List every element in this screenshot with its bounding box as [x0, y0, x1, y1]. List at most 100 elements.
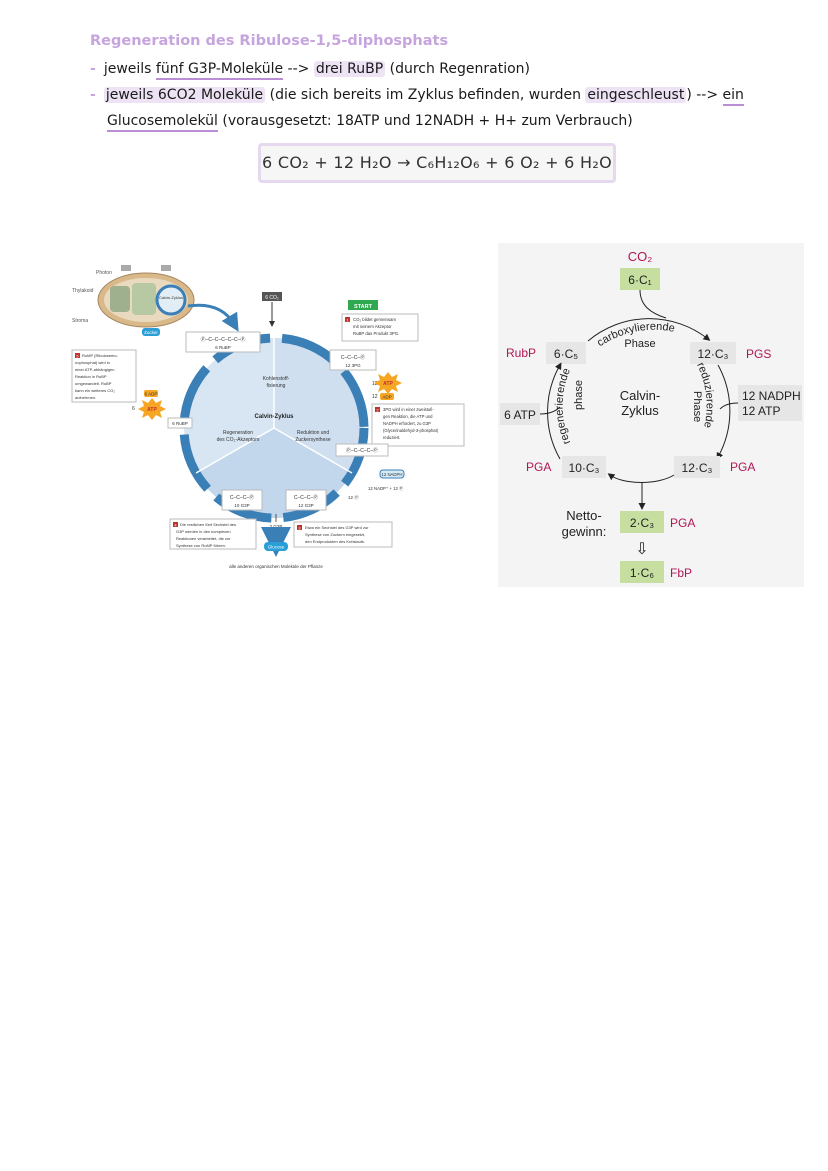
g3p10-chain: C–C–C–Ⓟ [230, 494, 254, 501]
calvin-small-label: Calvin-Zyklus [159, 295, 183, 300]
regeneration-line-1: Regeneration [223, 430, 253, 436]
note-line-3: Glucosemolekül (vorausgesetzt: 18ATP und… [107, 113, 633, 132]
reduktion-line-2: Zuckersynthese [295, 437, 331, 443]
text: (durch Regenration) [385, 61, 530, 77]
c2-box [620, 511, 664, 533]
c10-label: 10·C₃ [569, 461, 600, 475]
pi-label: 12 Ⓟ [348, 494, 359, 501]
step4-line-3: Reaktionen verarbeitet, die zur [176, 536, 231, 541]
photon-label: Photon [96, 270, 112, 276]
arrow-bottom [607, 473, 675, 483]
c12b-label: 12·C₃ [682, 461, 713, 475]
arrow-down-icon: ⇩ [635, 541, 648, 558]
arrow-text: --> [283, 61, 314, 77]
underlined-text: Glucosemolekül [107, 113, 218, 132]
step2-line-5: reduziert. [383, 435, 400, 440]
rubp-chain: Ⓟ–C–C–C–C–C–Ⓟ [201, 336, 246, 343]
rubp-label: 6 RuBP [215, 345, 231, 350]
pgs-label: PGS [746, 347, 771, 361]
co2-input-label: 6 CO₂ [265, 295, 279, 301]
phase-top-label: Phase [624, 338, 655, 350]
step5-line-5: umgewandelt. RuBP [75, 381, 112, 386]
atp6-label: ATP [147, 407, 157, 413]
c5-label: 6·C₅ [554, 347, 578, 361]
c12b-box [674, 456, 720, 478]
highlighted-text: eingeschleust [585, 87, 687, 103]
text: (vorausgesetzt: 18ATP und 12NADH + H+ zu… [217, 113, 633, 129]
pga3-label: PGA [670, 516, 695, 530]
reduktion-line-1: Reduktion und [297, 430, 329, 436]
adp6-label: 6 ADP [145, 392, 158, 397]
bullet-dash: - [90, 61, 96, 77]
arrow-left [547, 362, 562, 460]
atp6-box [500, 403, 540, 425]
regeneration-line-2: des CO₂-Akzeptors [217, 437, 260, 443]
g3p12-label: 12 G3P [298, 503, 313, 508]
c1c6-box [620, 561, 664, 583]
netto-line-2: gewinn: [562, 524, 607, 539]
g3p2-label: 2 G3P [270, 524, 283, 529]
thylakoid-label: Thylakoid [72, 288, 94, 294]
step2-line-3: NADPH erfordert, zu G3P [383, 421, 431, 426]
calvin-center-label: Calvin-Zyklus [254, 414, 294, 420]
step-number-4: 4 [174, 523, 177, 528]
c2-label: 2·C₃ [630, 516, 654, 530]
notes-heading: Regeneration des Ribulose-1,5-diphosphat… [90, 33, 449, 49]
bpg-chain: Ⓟ–C–C–C–Ⓟ [346, 447, 378, 454]
note-line-2: -jeweils 6CO2 Moleküle (die sich bereits… [90, 87, 744, 106]
arrow-text: ) --> [686, 87, 723, 103]
phase-right-label: Phase [691, 391, 703, 422]
zyklus-label: Zyklus [621, 403, 659, 418]
netto-line-1: Netto- [566, 508, 601, 523]
calvin-schema-figure: CO₂ 6·C₁ carboxylierende Phase RubP 6·C₅… [498, 243, 804, 587]
nadph-box [738, 385, 802, 421]
atp6-label: 6 ATP [504, 408, 536, 422]
c3-right-box [690, 342, 736, 364]
step4-line-1: Die restlichen fünf Sechstel des [180, 522, 236, 527]
rubp-name: RubP [506, 346, 536, 360]
stroma-label: Stroma [72, 318, 88, 324]
nadp-label: 12 NADP⁺ + 12 Ⓟ [368, 485, 404, 492]
step3-line-2: Synthese von Zuckern eingesetzt, [305, 532, 365, 537]
step3-line-1: Etwa ein Sechstel des G3P wird zur [305, 525, 369, 530]
c3-right-label: 12·C₃ [698, 347, 729, 361]
bullet-dash: - [90, 87, 96, 103]
adp-label: ADP [382, 395, 391, 400]
step5-line-1: RuMP (Ribulosemo- [82, 353, 119, 358]
step5-line-3: einer ATP-abhängigen [75, 367, 115, 372]
underlined-text: fünf G3P-Moleküle [155, 61, 284, 80]
underlined-text: ein [722, 87, 744, 106]
adp-count: 12 [372, 394, 378, 400]
step-number-5: 5 [76, 354, 79, 359]
c6-label: 6·C₁ [628, 273, 651, 287]
step5-line-2: nophosphat) wird in [75, 360, 110, 365]
pga-left-label: PGA [526, 460, 551, 474]
equation-box: 6 CO₂ + 12 H₂O → C₆H₁₂O₆ + 6 O₂ + 6 H₂O [258, 143, 616, 183]
c5-box [546, 342, 586, 364]
step2-line-4: (Glycerinaldehyd-3-phosphat) [383, 428, 439, 433]
step2-line-2: gen Reaktion, die ATP und [383, 414, 433, 419]
zucker-label: Zucker [144, 330, 158, 335]
calvin-cycle-figure: Calvin-Zyklus Zucker Photon Thylakoid St… [71, 265, 465, 569]
text: jeweils [103, 61, 156, 77]
arrow-top [587, 318, 711, 342]
fixierung-line-2: fixierung [267, 383, 286, 389]
step5-line-4: Reaktion in RuBP [75, 374, 107, 379]
highlighted-text: drei RuBP [313, 61, 386, 77]
step1-line-3: RuBP das Produkt 3PG. [353, 331, 399, 336]
g3p10-label: 10 G3P [234, 503, 249, 508]
step1-line-2: mit seinem Akzeptor [353, 324, 392, 329]
pg-label: 12 3PG [345, 363, 361, 368]
step3-line-3: den Endprodukten des Kreislaufs. [305, 539, 365, 544]
step2-line-1: 3PG wird in einer zweistufi- [383, 407, 434, 412]
c1c6-label: 1·C₆ [630, 566, 654, 580]
step-number-2: 2 [376, 408, 379, 413]
phase-left-label: phase [573, 380, 585, 410]
text: (die sich bereits im Zyklus befinden, wu… [265, 87, 586, 103]
fbp-label: FbP [670, 566, 692, 580]
step4-line-4: Synthese von RuMP führen. [176, 543, 226, 548]
glucose-label: Glucose [268, 545, 285, 550]
nadph-label: 12 NADPH [742, 389, 801, 403]
g3p12-chain: C–C–C–Ⓟ [294, 494, 318, 501]
chloroplast-illustration: Calvin-Zyklus Zucker Photon Thylakoid St… [72, 265, 239, 336]
